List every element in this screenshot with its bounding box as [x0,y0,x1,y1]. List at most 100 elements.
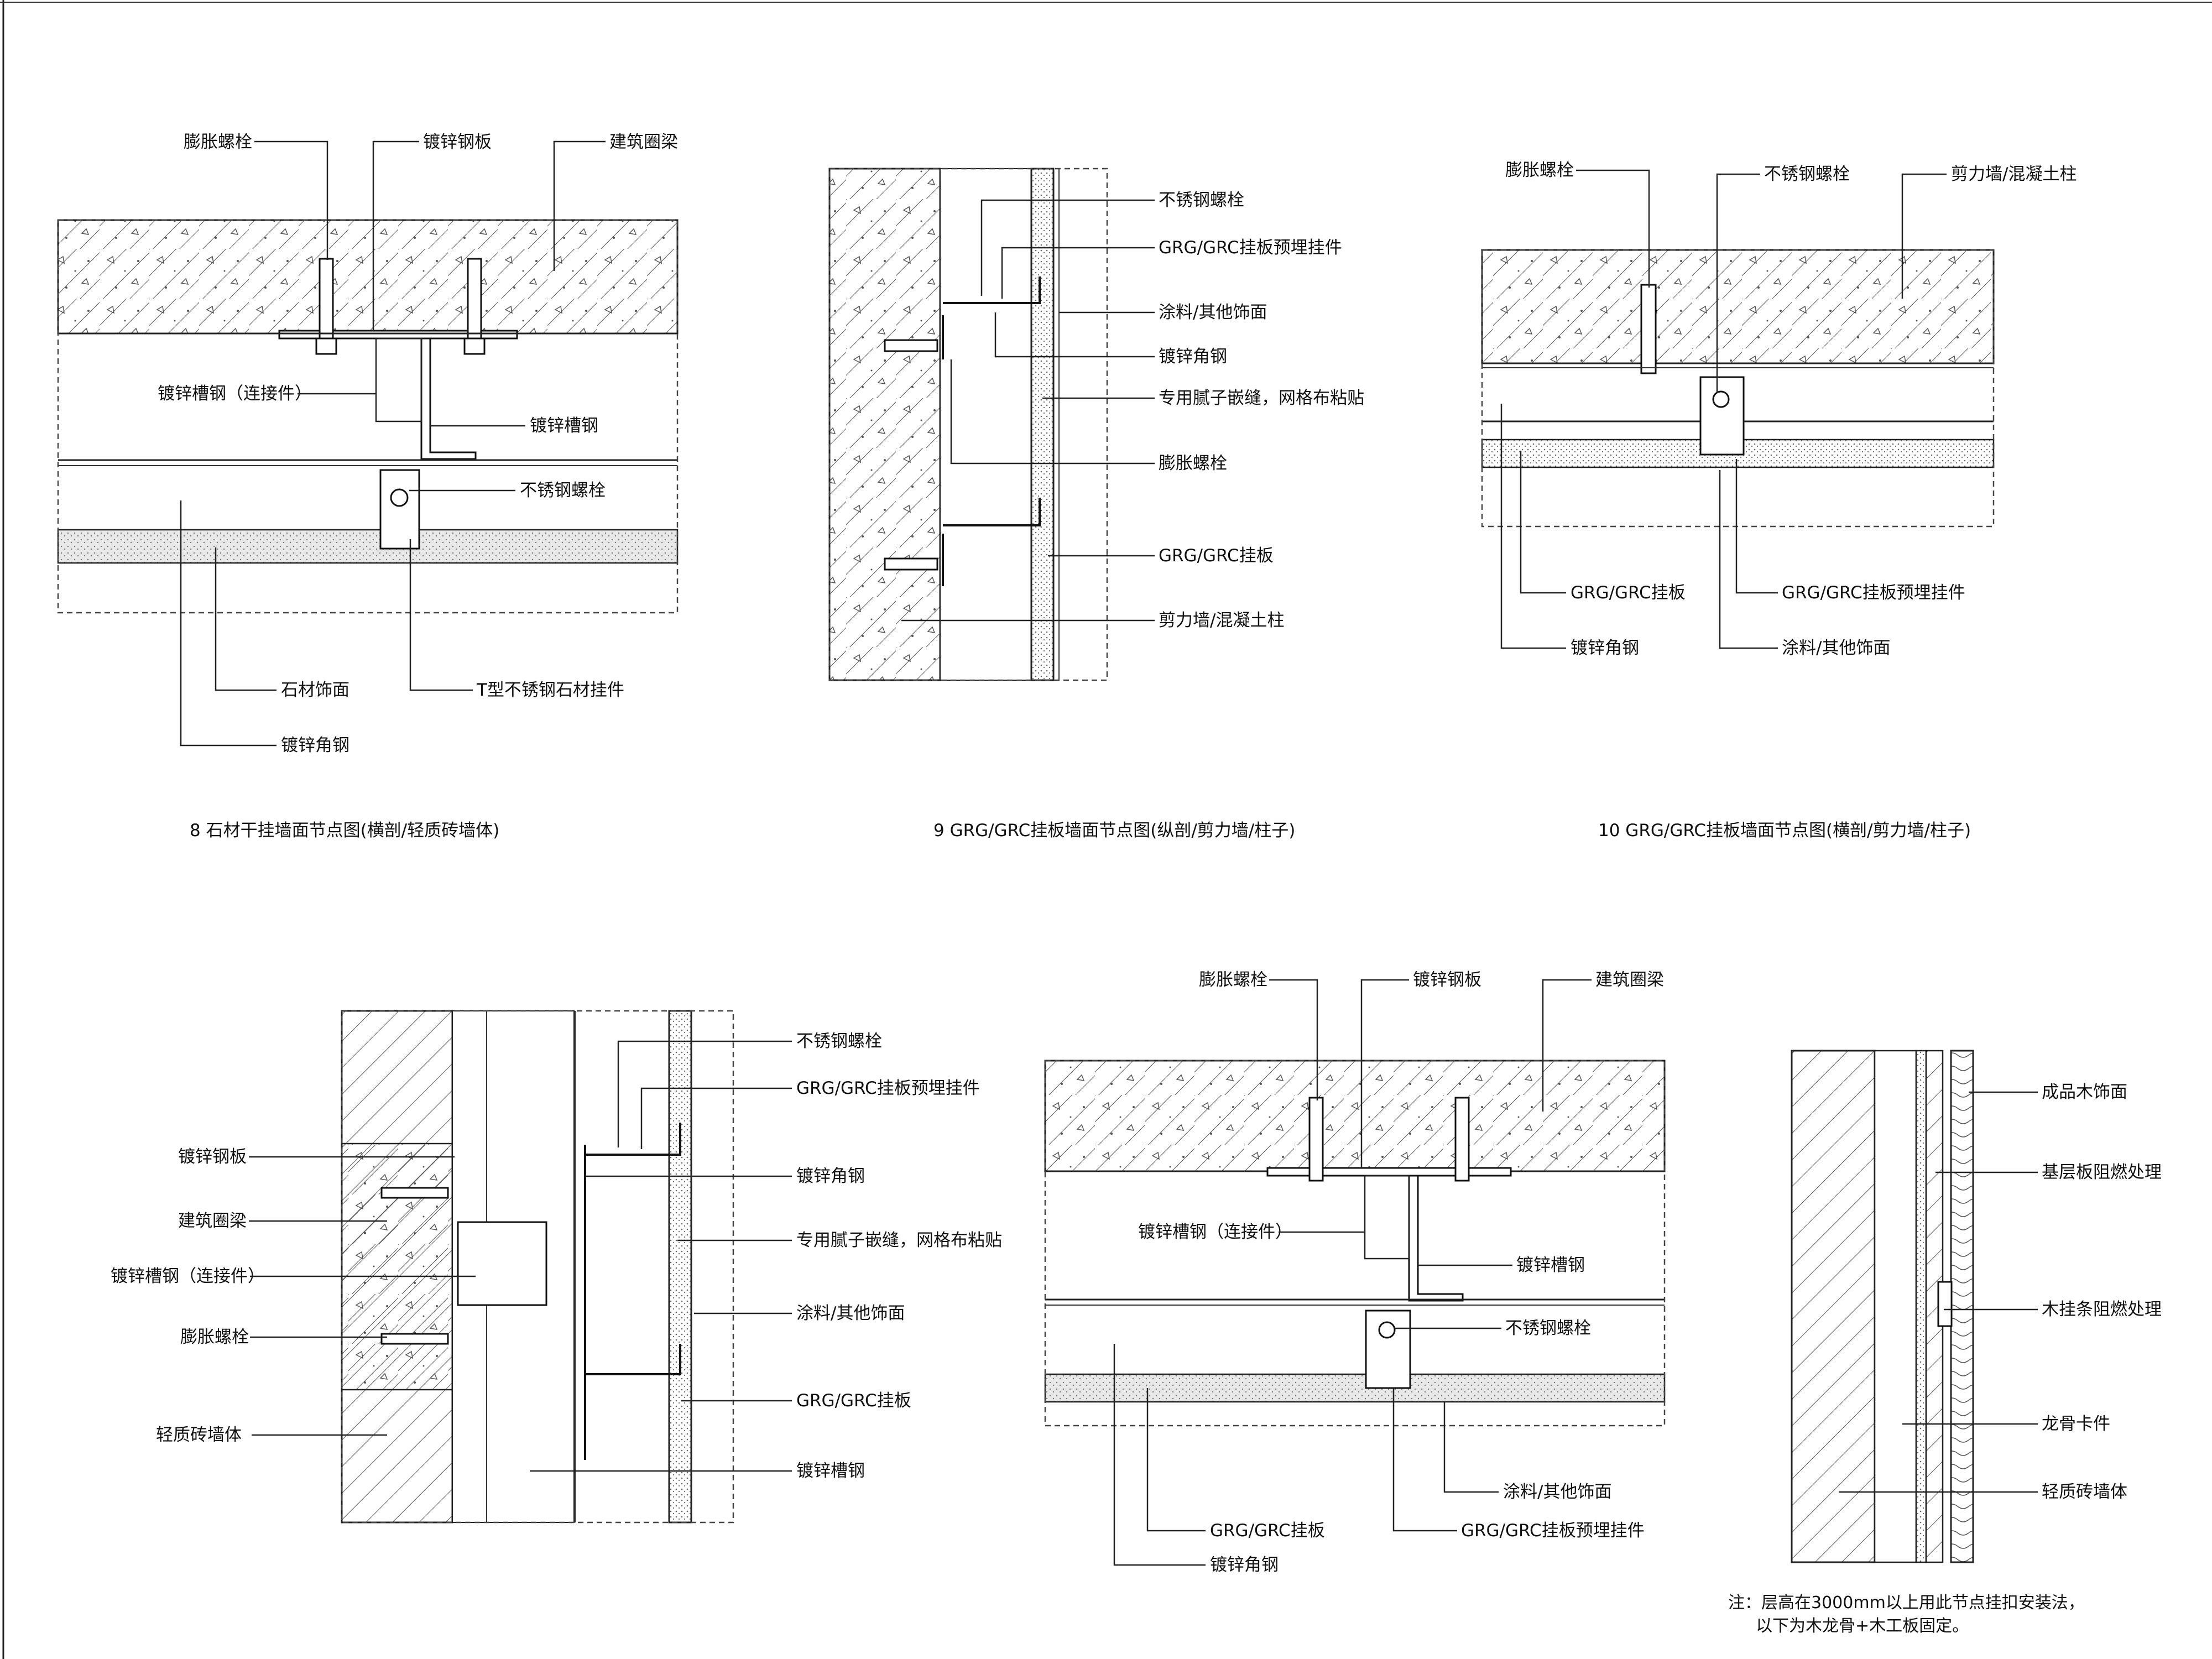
label: GRG/GRC挂板 [1210,1521,1325,1541]
leader-line [617,1040,792,1147]
label: GRG/GRC挂板 [1571,583,1686,603]
label: 不锈钢螺栓 [796,1031,882,1051]
channel-connector [1364,1175,1410,1260]
leader-line [1576,169,1650,288]
bolt-head [1378,1321,1396,1339]
angle-bracket-bottom [585,1344,681,1375]
label: GRG/GRC挂板预埋挂件 [796,1078,980,1098]
label: 镀锌槽钢 [530,416,598,436]
detail-title: 8 石材干挂墙面节点图(横剖/轻质砖墙体) [190,821,499,841]
light-brick-wall [1791,1050,1876,1563]
label: 膨胀螺栓 [1159,453,1227,473]
shear-wall [1481,249,1995,364]
expansion-bolt-top [380,1187,449,1199]
label: 石材饰面 [281,680,349,700]
angle-bracket-bottom [943,498,1041,526]
bolt-head [1712,390,1730,408]
leader-line [994,312,1155,358]
leader-line [1520,451,1566,594]
label: 镀锌角钢 [281,735,349,755]
leader-line [1392,1388,1457,1532]
detail-8-stone-dry-hang: 膨胀螺栓 镀锌钢板 建筑圈梁 镀锌槽钢（连接件） 镀锌槽钢 不锈钢螺栓 石材饰面… [57,132,679,841]
leader-line [1500,404,1566,649]
label: 不锈钢螺栓 [1159,190,1244,210]
label: 镀锌角钢 [1159,347,1227,367]
leader-line [409,539,473,691]
leader-line [980,199,1155,296]
channel-steel-section [420,337,477,460]
detail-11-grg-light-wall: 不锈钢螺栓 GRG/GRC挂板预埋挂件 镀锌钢板 镀锌角钢 建筑圈梁 专用腻子嵌… [111,1010,1002,1524]
grg-panel [668,1010,692,1524]
detail-9-grg-vertical: 不锈钢螺栓 GRG/GRC挂板预埋挂件 涂料/其他饰面 镀锌角钢 专用腻子嵌缝，… [828,168,1364,841]
label: 镀锌槽钢（连接件） [1138,1222,1292,1242]
label: 基层板阻燃处理 [2042,1162,2162,1182]
label: 轻质砖墙体 [2042,1482,2127,1502]
ring-beam [341,1142,459,1391]
expansion-bolt-left [1308,1097,1324,1182]
label: 镀锌钢板 [1413,970,1481,990]
leader-line [1146,1388,1206,1532]
shear-wall [828,168,941,681]
label: 膨胀螺栓 [184,132,252,152]
leader-line [215,547,276,691]
leader-line [1360,979,1409,1168]
t-hanger [379,469,420,550]
expansion-bolt-bottom [884,557,938,571]
label: 轻质砖墙体 [156,1425,242,1445]
detail-boundary [1481,249,1995,528]
label: 镀锌钢板 [423,132,492,152]
wood-face [1950,1050,1974,1563]
expansion-bolt-top [884,339,938,352]
label: 镀锌钢板 [178,1147,247,1167]
label: 木挂条阻燃处理 [2042,1300,2162,1319]
leader-line [553,140,606,271]
label: 镀锌槽钢（连接件） [158,384,312,404]
nut-left [315,337,337,355]
leader-line [950,359,1155,465]
label: T型不锈钢石材挂件 [476,680,624,700]
bolt-head [390,488,409,507]
keel-layer [1915,1050,1927,1563]
channel-connector [375,337,422,422]
concrete-beam [57,219,679,335]
label: 涂料/其他饰面 [1503,1482,1611,1502]
grg-panel-band [1044,1373,1666,1403]
label: 镀锌槽钢 [1516,1255,1585,1275]
embedded-hanger [1699,376,1745,456]
label: 建筑圈梁 [1595,970,1664,990]
detail-boundary [57,219,679,614]
label: 不锈钢螺栓 [1764,164,1850,184]
label: 龙骨卡件 [2042,1414,2110,1434]
leader-line [254,140,328,260]
note-line-2: 以下为木龙骨+木工板固定。 [1756,1616,1969,1636]
label: 不锈钢螺栓 [520,481,606,500]
label: 涂料/其他饰面 [1782,638,1890,658]
label: 镀锌槽钢（连接件） [111,1266,265,1286]
label: 建筑圈梁 [609,132,678,152]
label: 涂料/其他饰面 [1159,302,1267,322]
label: 镀锌角钢 [1210,1555,1279,1575]
expansion-bolt [1640,284,1657,374]
stone-face-band [57,529,679,564]
cavity [940,168,1032,681]
expansion-bolt-left [319,258,334,343]
angle-bracket-top [585,1123,681,1156]
detail-boundary [1044,1060,1666,1427]
leader-line [1901,173,1947,299]
label: 镀锌角钢 [796,1166,865,1186]
label: GRG/GRC挂板 [796,1391,911,1411]
label: 成品木饰面 [2042,1082,2127,1102]
label: 涂料/其他饰面 [796,1303,905,1323]
detail-title: 9 GRG/GRC挂板墙面节点图(纵剖/剪力墙/柱子) [933,821,1295,841]
leader-line [1735,459,1778,594]
leader-line [1719,470,1778,649]
grg-panel [1030,168,1055,681]
label: 专用腻子嵌缝，网格布粘贴 [1159,388,1364,408]
label: 膨胀螺栓 [1199,970,1267,990]
detail-12-grg-ring-beam: 膨胀螺栓 镀锌钢板 建筑圈梁 镀锌槽钢（连接件） 镀锌槽钢 不锈钢螺栓 涂料/其… [1044,970,1666,1575]
label: 专用腻子嵌缝，网格布粘贴 [796,1230,1002,1250]
leader-line [372,140,419,331]
detail-title: 10 GRG/GRC挂板墙面节点图(横剖/剪力墙/柱子) [1598,821,1971,841]
expansion-bolt-bottom [380,1333,449,1345]
